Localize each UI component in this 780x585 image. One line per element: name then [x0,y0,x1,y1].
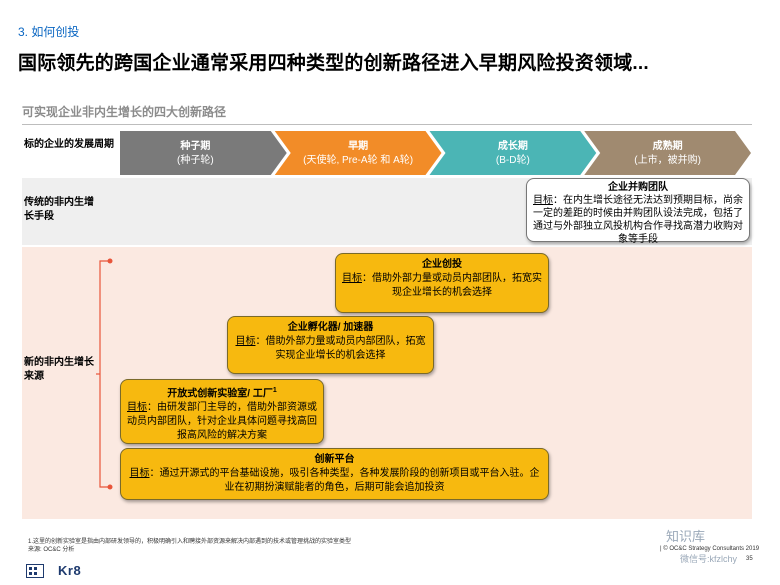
incubator-title: 企业孵化器/ 加速器 [287,322,374,333]
logo-icon [26,564,44,578]
open-lab-box: 开放式创新实验室/ 工厂1 目标：由研发部门主导的，借助外部资源或动员内部团队，… [120,379,324,444]
logo-text: Kr8 [58,563,82,578]
slide-subtitle: 可实现企业非内生增长的四大创新路径 [22,105,227,119]
ma-team-box: 企业并购团队 目标：在内生增长途径无法达到预期目标，尚余一定的差距的时候由并购团… [526,178,750,245]
platform-box: 创新平台 目标：通过开源式的平台基础设施，吸引各种类型，各种发展阶段的创新项目或… [120,448,549,500]
source-text: 来源: OC&C 分析 [28,547,75,553]
stage-chevron [429,131,597,175]
stage-name: 成长期 [498,139,528,152]
watermark: 知识库 [666,529,706,544]
cvc-title: 企业创投 [422,259,462,270]
stage-sub: (B-D轮) [496,153,530,166]
goal-label: 目标 [342,273,362,284]
copyright: | © OC&C Strategy Consultants 2019 [660,546,760,552]
incubator-box: 企业孵化器/ 加速器 目标：借助外部力量或动员内部团队，拓宽实现企业增长的机会选… [227,316,434,374]
section-label: 3. 如何创投 [18,25,80,39]
stage-chevron [584,131,751,175]
footnote-text: 1.这里的创新实验室是指由内部研发领导的，积极明确引入和聘接外部资源来解决内部遇… [28,539,352,545]
goal-label: 目标 [127,402,147,414]
footnote: 1.这里的创新实验室是指由内部研发领导的，积极明确引入和聘接外部资源来解决内部遇… [28,538,351,554]
bracket-connector [96,258,113,490]
ma-team-text: ：在内生增长途径无法达到预期目标，尚余一定的差距的时候由并购团队设法完成，包括了… [533,195,743,245]
watermark-sub: 微信号:kfzlchy [680,554,738,564]
row-label-traditional: 传统的非内生增长手段 [24,197,94,222]
stage-chevron [120,131,287,175]
open-lab-text: ：由研发部门主导的，借助外部资源或动员内部团队，针对企业具体问题寻找高回报高风险… [127,402,317,442]
cvc-box: 企业创投 目标：借助外部力量或动员内部团队，拓宽实现企业增长的机会选择 [335,253,549,313]
platform-title: 创新平台 [314,454,355,465]
platform-text: ：通过开源式的平台基础设施，吸引各种类型，各种发展阶段的创新项目或平台入驻。企业… [149,468,540,493]
stage-chevrons: 种子期(种子轮) 早期(天使轮, Pre-A轮 和 A轮) 成长期(B-D轮) 成熟期… [120,131,751,175]
goal-label: 目标 [129,468,150,479]
stage-name: 种子期 [179,139,210,152]
stage-sub: (上市，被并购) [634,153,701,166]
ma-team-title: 企业并购团队 [608,182,668,193]
row-label-new: 新的非内生增长来源 [24,357,94,382]
stage-chevron [274,131,442,175]
incubator-text: ：借助外部力量或动员内部团队，拓宽实现企业增长的机会选择 [255,336,426,361]
page-number: 35 [746,556,753,562]
page-title: 国际领先的跨国企业通常采用四种类型的创新路径进入早期风险投资领域... [18,53,649,74]
stage-sub: (种子轮) [177,153,214,166]
stage-name: 早期 [348,139,368,152]
cvc-text: ：借助外部力量或动员内部团队，拓宽实现企业增长的机会选择 [362,273,542,298]
divider [22,124,752,125]
footnote-marker: 1 [272,387,277,394]
stage-name: 成熟期 [653,139,683,152]
goal-label: 目标 [533,195,553,206]
row-label-stage: 标的企业的发展周期 [24,139,114,150]
goal-label: 目标 [235,336,256,347]
open-lab-title: 开放式创新实验室/ 工厂1 [167,387,277,400]
stage-sub: (天使轮, Pre-A轮 和 A轮) [303,153,413,166]
